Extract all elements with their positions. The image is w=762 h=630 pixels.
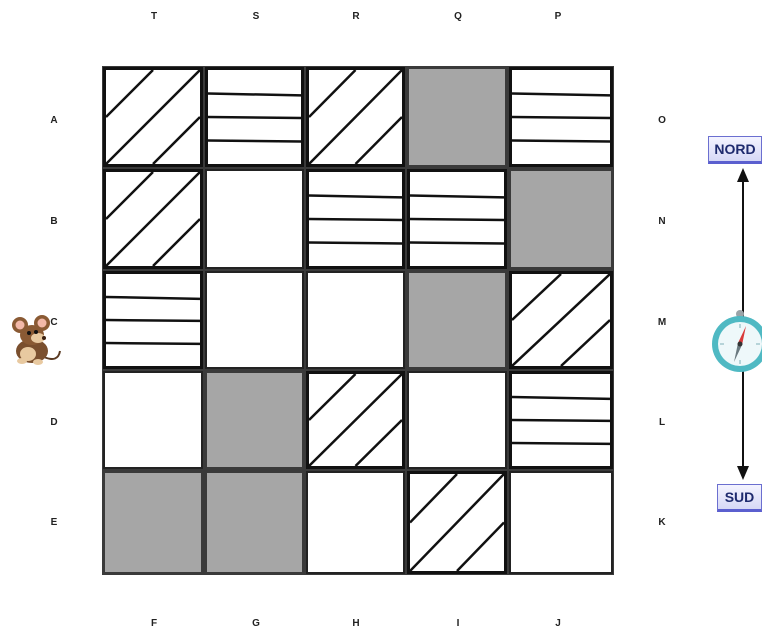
board-cell-diag[interactable]: [407, 471, 507, 574]
pattern-line: [309, 219, 402, 220]
board-cell-stripes[interactable]: [306, 169, 405, 269]
pattern-line: [153, 117, 200, 164]
board-cell-gray[interactable]: [407, 67, 507, 167]
board-cell-empty[interactable]: [205, 169, 304, 269]
pattern-line: [410, 474, 457, 523]
pattern-line: [512, 274, 610, 366]
horizontal-stripe-pattern: [309, 172, 402, 266]
pattern-line: [457, 523, 504, 572]
top-label: Q: [448, 11, 468, 23]
board-cell-gray[interactable]: [407, 271, 507, 369]
compass-icon: [708, 310, 762, 374]
right-label: K: [652, 517, 672, 529]
pattern-line: [410, 243, 504, 244]
board-cell-gray[interactable]: [103, 471, 203, 574]
horizontal-stripe-pattern: [410, 172, 504, 266]
pattern-line: [309, 374, 402, 466]
board-cell-empty[interactable]: [407, 371, 507, 469]
bottom-label: G: [246, 618, 266, 630]
pattern-line: [410, 196, 504, 198]
pattern-line: [512, 420, 610, 421]
top-label: R: [346, 11, 366, 23]
pattern-line: [512, 274, 561, 320]
diagonal-hatch-pattern: [309, 70, 402, 164]
pattern-line: [106, 70, 153, 117]
top-label: S: [246, 11, 266, 23]
right-label: O: [652, 115, 672, 127]
pattern-line: [106, 172, 153, 219]
right-label: L: [652, 417, 672, 429]
board-cell-empty[interactable]: [509, 471, 613, 574]
board-cell-diag[interactable]: [306, 67, 405, 167]
horizontal-stripe-pattern: [208, 70, 301, 164]
pattern-line: [356, 117, 403, 164]
board-cell-stripes[interactable]: [407, 169, 507, 269]
pattern-line: [208, 117, 301, 118]
board-cell-stripes[interactable]: [509, 371, 613, 469]
horizontal-stripe-pattern: [512, 374, 610, 466]
diagonal-hatch-pattern: [309, 374, 402, 466]
board-cell-empty[interactable]: [205, 271, 304, 369]
pattern-line: [410, 474, 504, 571]
pattern-line: [512, 141, 610, 142]
pattern-line: [153, 219, 200, 266]
pattern-line: [512, 117, 610, 118]
right-label: N: [652, 216, 672, 228]
board-cell-stripes[interactable]: [103, 271, 203, 369]
pattern-line: [309, 243, 402, 244]
bottom-label: H: [346, 618, 366, 630]
left-label: A: [44, 115, 64, 127]
left-label: D: [44, 417, 64, 429]
pattern-line: [106, 297, 200, 299]
game-board: [102, 66, 614, 575]
board-cell-gray[interactable]: [205, 371, 304, 469]
left-label: E: [44, 517, 64, 529]
board-cell-gray[interactable]: [205, 471, 304, 574]
board-cell-empty[interactable]: [103, 371, 203, 469]
pattern-line: [512, 397, 610, 399]
top-label: P: [548, 11, 568, 23]
south-button[interactable]: SUD: [717, 484, 762, 512]
diagonal-hatch-pattern: [512, 274, 610, 366]
pattern-line: [410, 219, 504, 220]
north-button[interactable]: NORD: [708, 136, 762, 164]
pattern-line: [309, 374, 356, 420]
pattern-line: [309, 70, 356, 117]
board-cell-empty[interactable]: [306, 471, 405, 574]
bottom-label: F: [144, 618, 164, 630]
pattern-line: [309, 70, 402, 164]
left-label: B: [44, 216, 64, 228]
board-cell-stripes[interactable]: [205, 67, 304, 167]
horizontal-stripe-pattern: [106, 274, 200, 366]
diagonal-hatch-pattern: [410, 474, 504, 571]
board-cell-diag[interactable]: [103, 67, 203, 167]
board-cell-diag[interactable]: [509, 271, 613, 369]
horizontal-stripe-pattern: [512, 70, 610, 164]
pattern-line: [208, 94, 301, 96]
board-cell-gray[interactable]: [509, 169, 613, 269]
mouse-icon[interactable]: [8, 311, 64, 367]
pattern-line: [208, 141, 301, 142]
pattern-line: [106, 172, 200, 266]
right-label: M: [652, 317, 672, 329]
pattern-line: [561, 320, 610, 366]
bottom-label: J: [548, 618, 568, 630]
diagonal-hatch-pattern: [106, 172, 200, 266]
bottom-label: I: [448, 618, 468, 630]
pattern-line: [309, 196, 402, 198]
board-cell-stripes[interactable]: [509, 67, 613, 167]
diagonal-hatch-pattern: [106, 70, 200, 164]
compass-icon-graphic: [708, 310, 762, 374]
pattern-line: [106, 70, 200, 164]
pattern-line: [356, 420, 403, 466]
top-label: T: [144, 11, 164, 23]
pattern-line: [512, 94, 610, 96]
board-cell-diag[interactable]: [306, 371, 405, 469]
pattern-line: [512, 443, 610, 444]
board-cell-diag[interactable]: [103, 169, 203, 269]
pattern-line: [106, 320, 200, 321]
board-cell-empty[interactable]: [306, 271, 405, 369]
pattern-line: [106, 343, 200, 344]
mouse-icon-graphic: [8, 311, 64, 367]
